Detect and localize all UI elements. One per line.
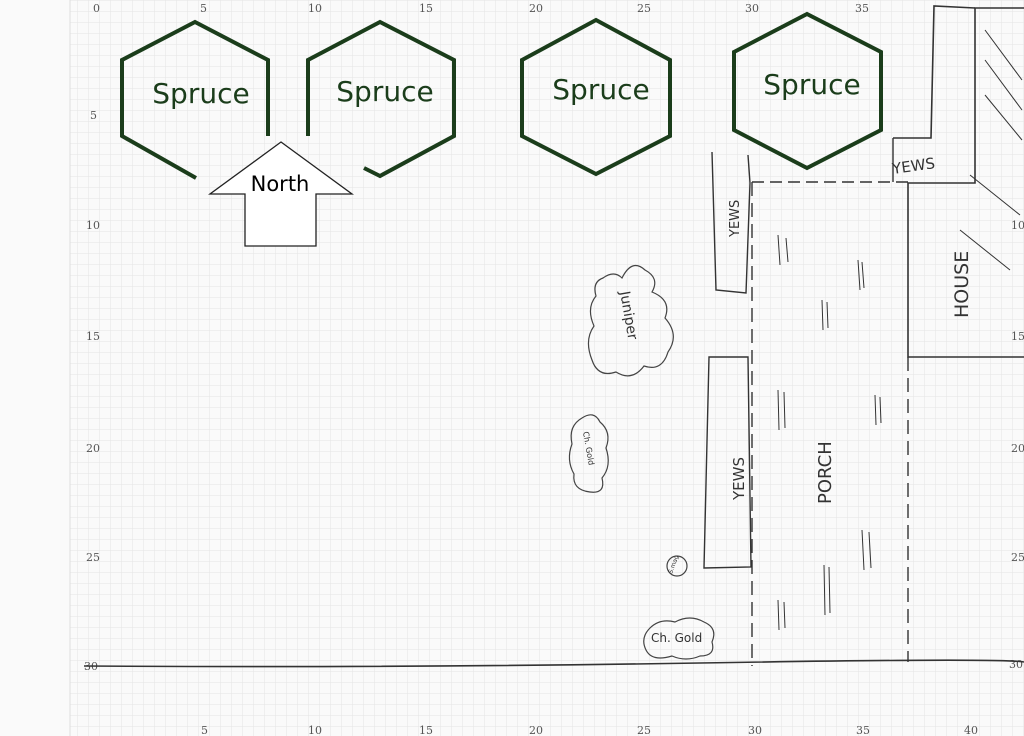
spruce-tree: Spruce <box>520 17 672 177</box>
left-axis-ticks: 5 10 15 20 25 30 <box>84 109 100 673</box>
tick-right: 10 <box>1011 219 1024 232</box>
ch-gold-lower-label: Ch. Gold <box>651 631 702 645</box>
spruce-label: Spruce <box>336 75 433 108</box>
tick-bottom: 15 <box>419 724 433 736</box>
spruce-hexagon <box>520 17 672 177</box>
tick-left: 25 <box>86 551 100 564</box>
property-line <box>83 659 1024 668</box>
tick-right: 20 <box>1011 442 1024 455</box>
north-arrow-icon <box>208 141 354 247</box>
yews-lower-label: YEWS <box>730 457 748 501</box>
tick-top: 10 <box>308 2 322 15</box>
north-arrow: North <box>208 141 354 247</box>
ch-gold-upper-shrub <box>568 414 609 493</box>
porch-label: PORCH <box>815 441 836 504</box>
spruce-hexagon <box>732 11 883 171</box>
yews-upper-label: YEWS <box>728 200 743 238</box>
tick-right: 15 <box>1011 330 1024 343</box>
house <box>893 5 1024 358</box>
yews-top-label: YEWS <box>890 154 936 178</box>
tick-left: 10 <box>86 219 100 232</box>
tick-bottom: 5 <box>201 724 208 736</box>
graph-paper-grid <box>70 0 1024 736</box>
tick-top: 35 <box>855 2 869 15</box>
tick-top: 20 <box>529 2 543 15</box>
spruce-hexagon <box>120 19 270 180</box>
spruce-tree: Spruce <box>732 11 883 171</box>
spruce-tree: Spruce <box>120 19 270 180</box>
tick-bottom: 20 <box>529 724 543 736</box>
tick-left: 15 <box>86 330 100 343</box>
tick-top: 15 <box>419 2 433 15</box>
spruce-hexagon <box>306 19 456 179</box>
house-wing <box>893 5 976 139</box>
small-shrub <box>666 555 688 577</box>
tick-top: 25 <box>637 2 651 15</box>
tick-bottom: 30 <box>748 724 762 736</box>
tick-left: 5 <box>90 109 97 122</box>
tick-bottom: 35 <box>856 724 870 736</box>
house-shading <box>959 29 1023 271</box>
bottom-axis-ticks: 5 10 15 20 25 30 35 40 <box>201 724 978 736</box>
spruce-label: Spruce <box>552 73 649 106</box>
tick-top: 30 <box>745 2 759 15</box>
spruce-label: Spruce <box>152 77 249 110</box>
tick-bottom: 25 <box>637 724 651 736</box>
top-axis-ticks: 0 5 10 15 20 25 30 35 <box>93 2 869 15</box>
juniper-shrub <box>587 264 674 377</box>
house-outline <box>907 7 1024 358</box>
ch-gold-lower-shrub <box>643 617 715 660</box>
spruce-tree: Spruce <box>306 19 456 179</box>
house-label: HOUSE <box>951 251 973 318</box>
tick-top: 5 <box>200 2 207 15</box>
tick-right: 30 <box>1009 658 1023 671</box>
spruce-label: Spruce <box>763 68 860 101</box>
porch-board-marks <box>777 234 882 631</box>
tick-bottom: 10 <box>308 724 322 736</box>
yews-bed-lower <box>703 356 752 569</box>
tick-left: 20 <box>86 442 100 455</box>
porch <box>751 181 909 666</box>
tick-top: 0 <box>93 2 100 15</box>
tick-right: 25 <box>1011 551 1024 564</box>
tick-bottom: 40 <box>964 724 978 736</box>
north-arrow-label: North <box>251 172 310 196</box>
yews-bed-upper <box>711 151 751 294</box>
